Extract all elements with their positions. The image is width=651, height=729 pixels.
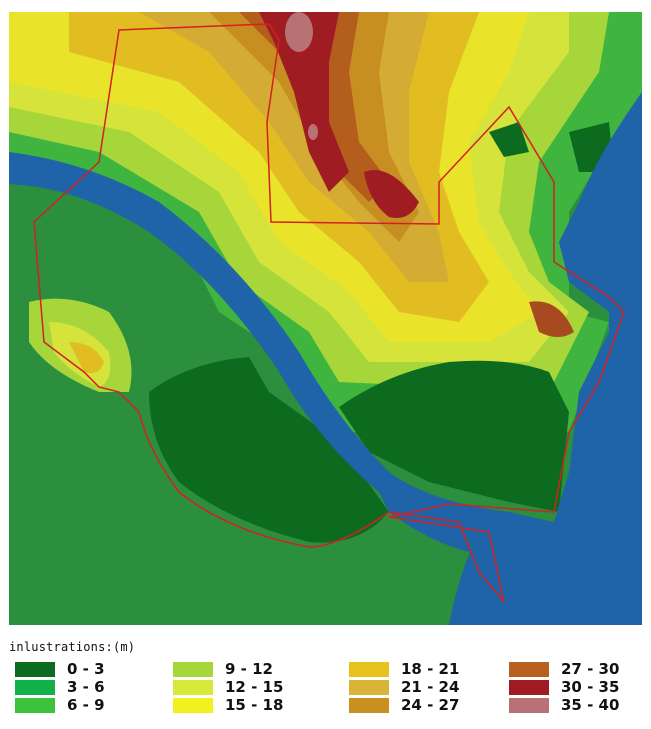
legend-item: 0 - 3 [15, 660, 105, 678]
elevation-map [9, 12, 642, 625]
legend-swatch [349, 661, 389, 677]
legend-swatch [509, 661, 549, 677]
sea [449, 92, 642, 625]
legend-column-2: 9 - 12 12 - 15 15 - 18 [173, 660, 283, 714]
legend-label: 0 - 3 [67, 660, 105, 678]
elevation-band-35-40 [285, 12, 313, 52]
legend-swatch [173, 679, 213, 695]
legend-column-4: 27 - 30 30 - 35 35 - 40 [509, 660, 619, 714]
legend-label: 12 - 15 [225, 678, 284, 696]
legend-label: 35 - 40 [561, 696, 620, 714]
elevation-band-30-35 [259, 12, 349, 192]
legend-item: 3 - 6 [15, 678, 105, 696]
study-area-boundary [33, 23, 625, 603]
legend-label: 30 - 35 [561, 678, 620, 696]
legend-title: inlustrations:(m) [9, 640, 136, 654]
legend-swatch [15, 661, 55, 677]
coastal-flat-west [149, 357, 389, 543]
legend-label: 3 - 6 [67, 678, 105, 696]
legend-swatch [15, 697, 55, 713]
legend-item: 21 - 24 [349, 678, 459, 696]
legend: inlustrations:(m) 0 - 3 3 - 6 6 - 9 9 - … [9, 640, 642, 729]
legend-item: 18 - 21 [349, 660, 459, 678]
legend-label: 18 - 21 [401, 660, 460, 678]
legend-item: 24 - 27 [349, 696, 459, 714]
legend-swatch [509, 697, 549, 713]
legend-item: 12 - 15 [173, 678, 283, 696]
legend-label: 9 - 12 [225, 660, 273, 678]
legend-label: 27 - 30 [561, 660, 620, 678]
legend-item: 9 - 12 [173, 660, 283, 678]
legend-swatch [173, 697, 213, 713]
legend-label: 15 - 18 [225, 696, 284, 714]
river [9, 152, 554, 532]
legend-swatch [349, 697, 389, 713]
legend-item: 6 - 9 [15, 696, 105, 714]
legend-label: 21 - 24 [401, 678, 460, 696]
elevation-map-canvas [9, 12, 642, 625]
legend-label: 24 - 27 [401, 696, 460, 714]
legend-column-3: 18 - 21 21 - 24 24 - 27 [349, 660, 459, 714]
legend-swatch [509, 679, 549, 695]
legend-item: 35 - 40 [509, 696, 619, 714]
coastal-flat-east [339, 360, 569, 512]
legend-item: 15 - 18 [173, 696, 283, 714]
legend-swatch [173, 661, 213, 677]
legend-swatch [349, 679, 389, 695]
legend-label: 6 - 9 [67, 696, 105, 714]
legend-item: 27 - 30 [509, 660, 619, 678]
legend-column-1: 0 - 3 3 - 6 6 - 9 [15, 660, 105, 714]
legend-swatch [15, 679, 55, 695]
legend-item: 30 - 35 [509, 678, 619, 696]
